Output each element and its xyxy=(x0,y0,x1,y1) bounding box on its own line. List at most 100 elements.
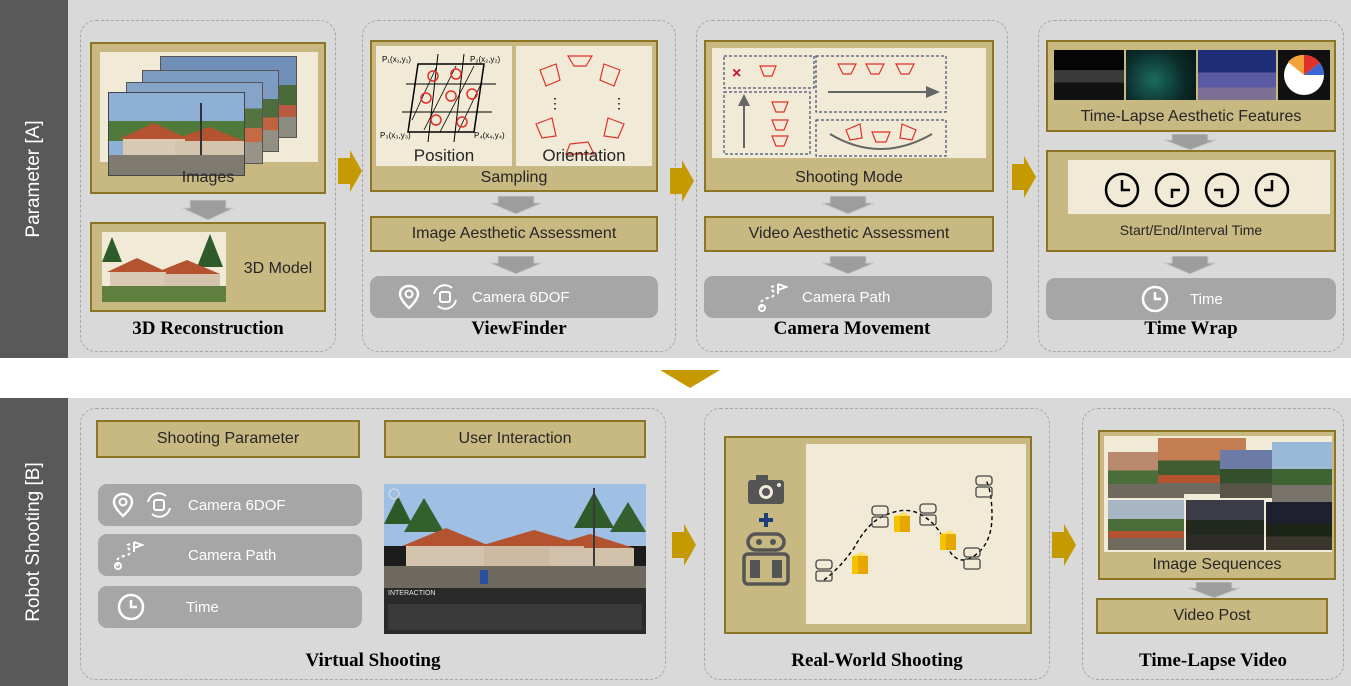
video-post-box: Video Post xyxy=(1096,598,1328,634)
real-world-title: Real-World Shooting xyxy=(791,650,963,671)
sampling-label: Sampling xyxy=(480,169,548,186)
flow-arrow-a1 xyxy=(338,150,362,192)
clock-icon-3 xyxy=(1204,172,1240,208)
image-sequences-label: Image Sequences xyxy=(1152,556,1282,573)
model-label: 3D Model xyxy=(243,260,313,277)
shooting-mode-diagram: × xyxy=(723,55,947,157)
features-label: Time-Lapse Aesthetic Features xyxy=(1080,108,1302,125)
virtual-time-label: Time xyxy=(186,598,219,616)
model-render xyxy=(102,232,226,302)
robot-side-label: Robot Shooting [B] xyxy=(23,462,44,622)
robot-path-diagram xyxy=(815,475,993,582)
rotate-camera-icon xyxy=(430,284,460,310)
feature-dark-city xyxy=(1054,50,1124,100)
virtual-rotate-camera-icon xyxy=(144,492,174,518)
image-assessment-box: Image Aesthetic Assessment xyxy=(370,216,658,252)
clock-icons xyxy=(1104,172,1290,208)
virtual-shooting-title: Virtual Shooting xyxy=(305,650,441,671)
interaction-screenshot: INTERACTION xyxy=(384,484,646,634)
path-icon xyxy=(756,282,788,312)
parameter-side-label: Parameter [A] xyxy=(23,120,44,238)
camera-path-label: Camera Path xyxy=(802,288,891,306)
features-box: Time-Lapse Aesthetic Features xyxy=(1046,40,1336,132)
orientation-label: Orientation xyxy=(542,146,626,165)
down-arrow-sampling xyxy=(490,196,542,214)
real-world-box xyxy=(724,436,1032,634)
sampling-box: P₁(x₁,y₁) P₂(x₂,y₂) P₃(x₃,y₃) P₄(x₄,y₄) … xyxy=(370,40,658,192)
flow-arrow-a2 xyxy=(670,160,694,202)
down-arrow-shooting-mode xyxy=(822,196,874,214)
reconstruction-title: 3D Reconstruction xyxy=(132,318,284,339)
camera-movement-title: Camera Movement xyxy=(773,318,931,339)
down-arrow-time-settings xyxy=(1164,256,1216,274)
camera-6dof-label: Camera 6DOF xyxy=(472,288,570,306)
camera-path-output: Camera Path xyxy=(704,276,992,318)
time-settings-box: Start/End/Interval Time xyxy=(1046,150,1336,252)
position-grid-diagram: P₁(x₁,y₁) P₂(x₂,y₂) P₃(x₃,y₃) P₄(x₄,y₄) xyxy=(380,53,505,143)
virtual-time: Time xyxy=(98,586,362,628)
time-wrap-title: Time Wrap xyxy=(1144,318,1238,339)
shooting-mode-box: × Shooting Mode xyxy=(704,40,994,192)
shooting-parameter-header: Shooting Parameter xyxy=(96,420,360,458)
clock-icon-2 xyxy=(1154,172,1190,208)
images-label: Images xyxy=(181,169,235,186)
part-transition-arrow xyxy=(660,370,720,388)
shooting-mode-label: Shooting Mode xyxy=(795,169,903,186)
viewfinder-title: ViewFinder xyxy=(471,318,567,339)
time-lapse-video-title: Time-Lapse Video xyxy=(1139,650,1287,671)
camera-6dof-output: Camera 6DOF xyxy=(370,276,658,318)
virtual-clock-icon xyxy=(116,592,146,622)
virtual-path-icon xyxy=(112,540,144,570)
virtual-camera-path-label: Camera Path xyxy=(188,546,277,564)
point-p4: P₄(x₄,y₄) xyxy=(474,131,505,140)
down-arrow-video-assessment xyxy=(822,256,874,274)
down-arrow-features xyxy=(1164,134,1216,150)
sequence-photo-5 xyxy=(1108,500,1184,550)
plus-icon xyxy=(758,512,774,528)
video-assessment-box: Video Aesthetic Assessment xyxy=(704,216,994,252)
flow-arrow-a3 xyxy=(1012,156,1036,198)
feature-color-wheel xyxy=(1278,50,1330,100)
interaction-caption: INTERACTION xyxy=(388,590,436,597)
robot-side-bar: Robot Shooting [B] xyxy=(0,398,68,686)
down-arrow-image-assessment xyxy=(490,256,542,274)
flow-arrow-b2 xyxy=(1052,524,1076,566)
user-interaction-header: User Interaction xyxy=(384,420,646,458)
clocks-backdrop xyxy=(1068,160,1330,214)
virtual-location-pin-icon xyxy=(112,492,134,518)
orientation-diagram: ⋮ ⋮ xyxy=(535,55,626,155)
position-backdrop: P₁(x₁,y₁) P₂(x₂,y₂) P₃(x₃,y₃) P₄(x₄,y₄) xyxy=(376,46,512,166)
parameter-side-bar: Parameter [A] xyxy=(0,0,68,358)
image-sequences-box: Image Sequences xyxy=(1098,430,1336,580)
point-p2: P₂(x₂,y₂) xyxy=(470,55,501,64)
model-box: 3D Model xyxy=(90,222,326,312)
svg-text:⋮: ⋮ xyxy=(548,95,562,111)
point-p1: P₁(x₁,y₁) xyxy=(382,55,411,64)
camera-icon xyxy=(746,472,786,506)
sequence-photo-4 xyxy=(1272,442,1332,502)
shooting-mode-backdrop: × xyxy=(712,48,986,158)
virtual-camera-6dof-label: Camera 6DOF xyxy=(188,496,286,514)
time-settings-label: Start/End/Interval Time xyxy=(1119,222,1263,238)
feature-teal-map xyxy=(1126,50,1196,100)
reject-x-icon: × xyxy=(732,65,741,82)
feature-purple-sky xyxy=(1198,50,1276,100)
flow-arrow-b1 xyxy=(672,524,696,566)
location-pin-icon xyxy=(398,284,420,310)
down-arrow-sequences xyxy=(1188,582,1240,598)
orientation-backdrop: ⋮ ⋮ xyxy=(516,46,652,166)
robot-path-backdrop xyxy=(806,444,1026,624)
position-label: Position xyxy=(413,146,475,165)
clock-icon xyxy=(1140,284,1170,314)
time-output: Time xyxy=(1046,278,1336,320)
virtual-camera-path: Camera Path xyxy=(98,534,362,576)
virtual-camera-6dof: Camera 6DOF xyxy=(98,484,362,526)
robot-icon xyxy=(740,532,792,588)
sequence-photo-6 xyxy=(1186,500,1264,550)
down-arrow-images xyxy=(182,200,234,220)
time-label: Time xyxy=(1190,290,1223,308)
clock-icon-1 xyxy=(1104,172,1140,208)
point-p3: P₃(x₃,y₃) xyxy=(380,131,411,140)
images-box: Images xyxy=(90,42,326,194)
sequence-photo-7 xyxy=(1266,502,1332,550)
